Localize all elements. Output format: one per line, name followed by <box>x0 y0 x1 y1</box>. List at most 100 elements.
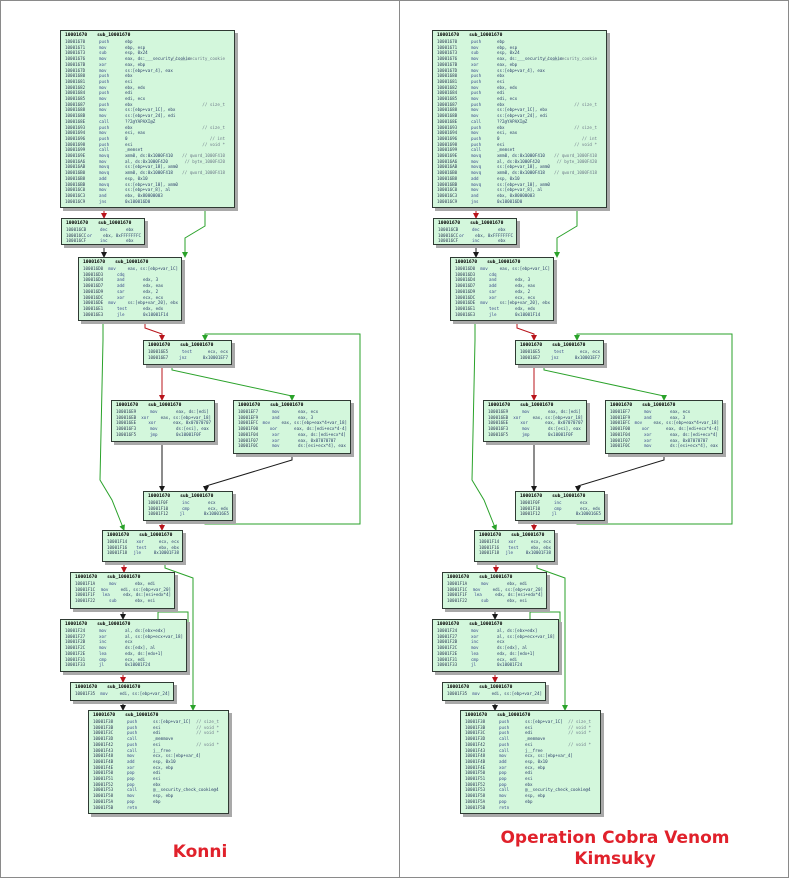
mnemonic: mov <box>471 44 479 50</box>
mnemonic: cmp <box>471 656 479 662</box>
block-address: 10001670 <box>93 713 116 718</box>
block-address: 10001670 <box>520 343 543 348</box>
instruction-address: 100016CF <box>438 238 459 244</box>
mnemonic: xor <box>644 437 652 443</box>
mnemonic: inc <box>471 639 479 645</box>
operands: ebp, esp <box>497 44 518 50</box>
function-name: sub_10001670 <box>98 221 132 226</box>
mnemonic: push <box>127 719 138 724</box>
operands: ecx <box>125 639 133 645</box>
instruction-address: 10001F07 <box>238 437 259 443</box>
operands: esp, ebp <box>153 793 174 799</box>
operands: 0x10001F38 <box>153 550 179 556</box>
instruction-address: 10001F38 <box>93 719 114 724</box>
instruction-address: 100016D0 <box>83 266 104 271</box>
operands: esp, 0x24 <box>125 50 148 56</box>
mnemonic: mov <box>472 586 481 592</box>
instruction-address: 10001F1F <box>447 592 468 598</box>
caption-line: Konni <box>172 842 228 862</box>
block-address: 10001670 <box>610 403 633 408</box>
edge-true-branch <box>554 208 578 258</box>
instruction-address: 100016CF <box>66 238 87 244</box>
comment: // size_t <box>568 719 591 724</box>
instruction-address: 10001671 <box>65 44 86 50</box>
instruction-address: 100016EB <box>116 414 137 420</box>
operands: eax, ecx <box>298 409 319 414</box>
mnemonic: push <box>127 730 138 736</box>
mnemonic: movq <box>99 170 110 176</box>
instruction-address: 10001696 <box>437 135 458 141</box>
mnemonic: mov <box>99 130 107 136</box>
mnemonic: push <box>127 741 138 747</box>
operands: eax, ecx <box>670 409 691 414</box>
mnemonic: push <box>499 730 510 736</box>
operands: eax, ds:[edi+ecx*4] <box>298 431 346 437</box>
block-address: 10001670 <box>148 343 171 348</box>
block-address: 10001670 <box>116 403 139 408</box>
comment: // int <box>581 135 597 141</box>
mnemonic: call <box>499 787 510 793</box>
instruction-address: 10001F31 <box>437 656 458 662</box>
operands: ds:[edx], al <box>497 645 528 651</box>
mnemonic: movq <box>471 181 482 187</box>
comment: // qword_1000F418 <box>554 170 597 176</box>
mnemonic: jns <box>471 198 479 204</box>
mnemonic: mov <box>99 113 107 119</box>
operands: ??2@YAPAXI@Z <box>125 118 156 124</box>
mnemonic: sar <box>489 288 497 294</box>
instruction-address: 100016C3 <box>437 192 458 198</box>
mnemonic: jmp <box>150 431 158 437</box>
instruction-address: 10001F16 <box>479 544 500 550</box>
instruction-address: 10001F42 <box>465 741 486 747</box>
instruction-address: 100016F5 <box>488 431 509 437</box>
edge-true-branch <box>574 333 733 525</box>
mnemonic: call <box>99 118 110 124</box>
mnemonic: jns <box>99 198 107 204</box>
edge-true-branch <box>164 562 196 711</box>
